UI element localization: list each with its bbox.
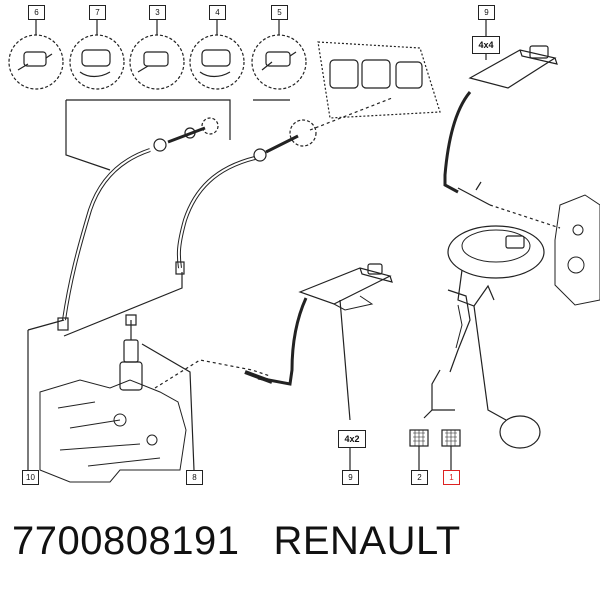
- speedometer-cable-right: [175, 97, 393, 275]
- sensor-circle-5: [251, 34, 307, 90]
- variant-badge-4x2: 4x2: [338, 430, 366, 448]
- callout-10: 10: [22, 470, 39, 485]
- callout-3: 3: [149, 5, 166, 20]
- sensor-circle-4: [189, 34, 245, 90]
- engine-block: [554, 194, 600, 306]
- sensor-4x2: [244, 263, 393, 421]
- callout-9-top: 9: [478, 5, 495, 20]
- callout-6: 6: [28, 5, 45, 20]
- callout-1-highlighted: 1: [443, 470, 460, 485]
- callout-5: 5: [271, 5, 288, 20]
- speedometer-cable-left: [57, 117, 219, 331]
- speed-sensor: [119, 314, 143, 391]
- brand-name: RENAULT: [273, 518, 461, 563]
- callout-8: 8: [186, 470, 203, 485]
- instrument-cluster: [317, 41, 441, 119]
- fuel-gauge-sender: [447, 225, 545, 449]
- part-grid-2: [409, 429, 429, 447]
- sensor-4x4: [443, 45, 561, 229]
- variant-badge-4x4: 4x4: [472, 36, 500, 54]
- sensor-circle-3: [129, 34, 185, 90]
- callout-2: 2: [411, 470, 428, 485]
- gearbox: [39, 379, 187, 483]
- sensor-circle-7: [69, 34, 125, 90]
- part-caption: 7700808191 RENAULT: [12, 518, 592, 564]
- callout-4: 4: [209, 5, 226, 20]
- sensor-circle-6: [8, 34, 64, 90]
- part-number: 7700808191: [12, 518, 240, 563]
- part-grid-1: [441, 429, 461, 447]
- parts-diagram: [8, 20, 600, 483]
- callout-7: 7: [89, 5, 106, 20]
- callout-9-mid: 9: [342, 470, 359, 485]
